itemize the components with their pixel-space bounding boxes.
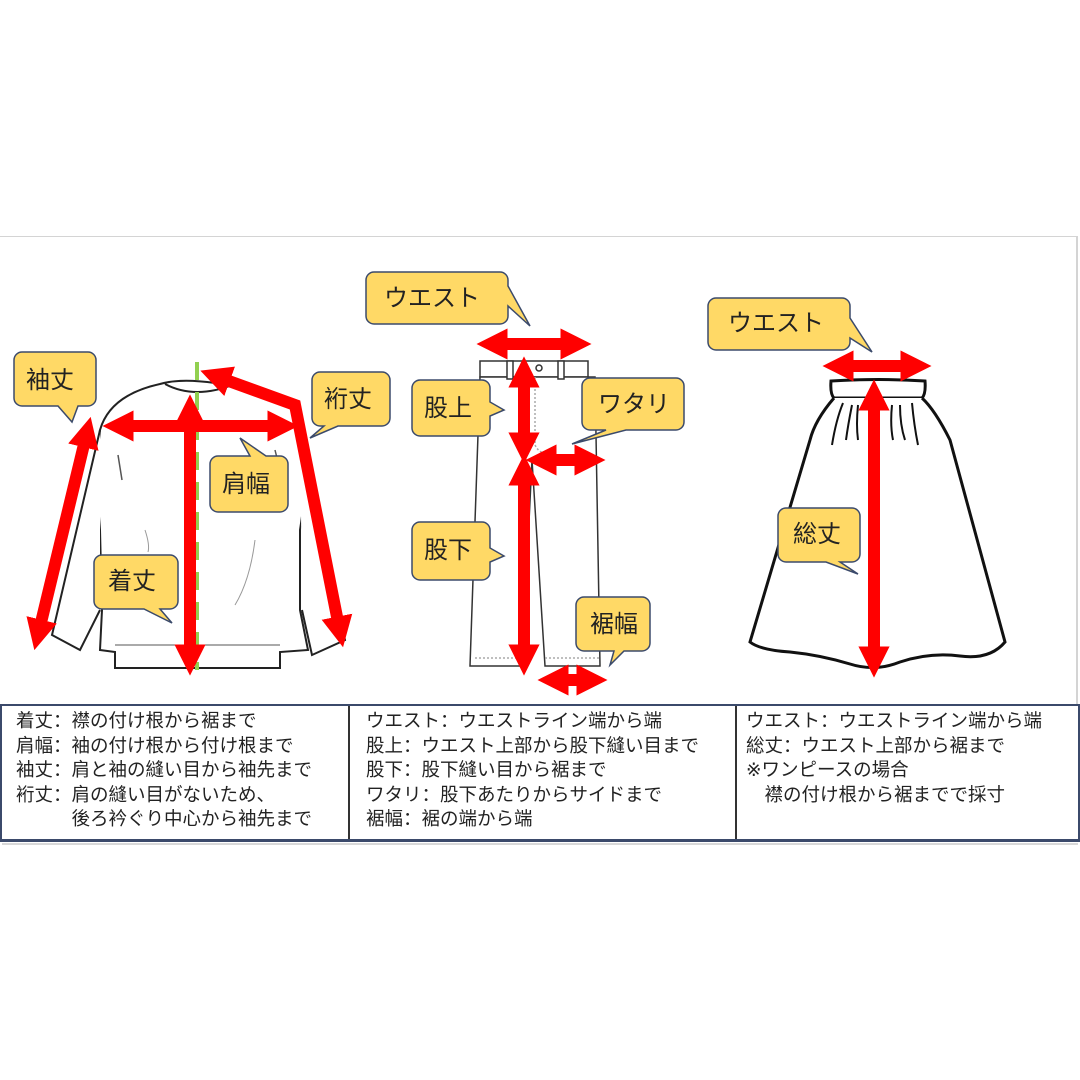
label-total-length: 総丈 [793, 520, 841, 548]
callout-sleeve-length [13, 351, 97, 424]
skirt-measure-arrows [822, 350, 932, 678]
sleeve-length-arrow [26, 416, 99, 651]
legend-line: 襟の付け根から裾までで採寸 [746, 784, 1006, 806]
label-rise: 股上 [424, 394, 472, 422]
callout-body-length [93, 554, 179, 624]
callout-shapes [13, 271, 873, 668]
label-yuki-length: 裄丈 [324, 385, 372, 413]
legend-line: 肩幅：袖の付け根から付け根まで [16, 735, 294, 757]
label-shoulder-width: 肩幅 [222, 470, 270, 498]
legend-line: 袖丈：肩と袖の縫い目から袖先まで [16, 760, 313, 781]
legend-line: 後ろ衿ぐり中心から袖先まで [16, 809, 313, 830]
legend-line: ウエスト：ウエストライン端から端 [366, 711, 663, 732]
legend-line: ワタリ：股下あたりからサイドまで [366, 784, 663, 806]
legend-line: 総丈：ウエスト上部から裾まで [746, 735, 1006, 757]
label-skirt-waist: ウエスト [728, 309, 824, 337]
callout-shoulder-width [209, 437, 289, 513]
callout-inseam [411, 521, 506, 581]
callout-pants-waist [365, 271, 531, 327]
callout-rise [411, 379, 506, 437]
label-hem-width: 裾幅 [590, 610, 638, 638]
callout-total-length [777, 507, 861, 575]
legend-divider [735, 706, 737, 839]
legend-line: 裾幅：裾の端から端 [366, 809, 533, 830]
legend-skirt: ウエスト：ウエストライン端から端 総丈：ウエスト上部から裾まで ※ワンピースの場… [746, 710, 1042, 808]
callout-skirt-waist [707, 297, 873, 353]
legend-pants: ウエスト：ウエストライン端から端 股上：ウエスト上部から股下縫い目まで 股下：股… [366, 710, 699, 833]
legend-line: 裄丈：肩の縫い目がないため、 [16, 784, 276, 806]
callout-hem-width [575, 596, 651, 668]
label-body-length: 着丈 [108, 567, 156, 595]
legend-line: 股下：股下縫い目から裾まで [366, 760, 607, 781]
legend-divider [348, 706, 350, 839]
legend-line: ※ワンピースの場合 [746, 760, 909, 781]
label-thigh: ワタリ [598, 390, 670, 418]
yuki-length-arrow [200, 366, 353, 648]
legend-line: ウエスト：ウエストライン端から端 [746, 711, 1043, 732]
label-pants-waist: ウエスト [384, 284, 480, 312]
measurement-legend: 着丈：襟の付け根から裾まで 肩幅：袖の付け根から付け根まで 袖丈：肩と袖の縫い目… [0, 704, 1080, 845]
legend-line: 股上：ウエスト上部から股下縫い目まで [366, 735, 700, 757]
callout-yuki-length [309, 371, 391, 439]
legend-line: 着丈：襟の付け根から裾まで [16, 711, 257, 732]
diagram-frame [0, 236, 1078, 842]
label-inseam: 股下 [424, 536, 472, 564]
pants-measure-arrows [476, 328, 608, 696]
jacket-measure-arrows [26, 366, 353, 676]
legend-jacket: 着丈：襟の付け根から裾まで 肩幅：袖の付け根から付け根まで 袖丈：肩と袖の縫い目… [16, 710, 312, 833]
label-sleeve-length: 袖丈 [26, 366, 74, 394]
callout-thigh [571, 377, 685, 445]
